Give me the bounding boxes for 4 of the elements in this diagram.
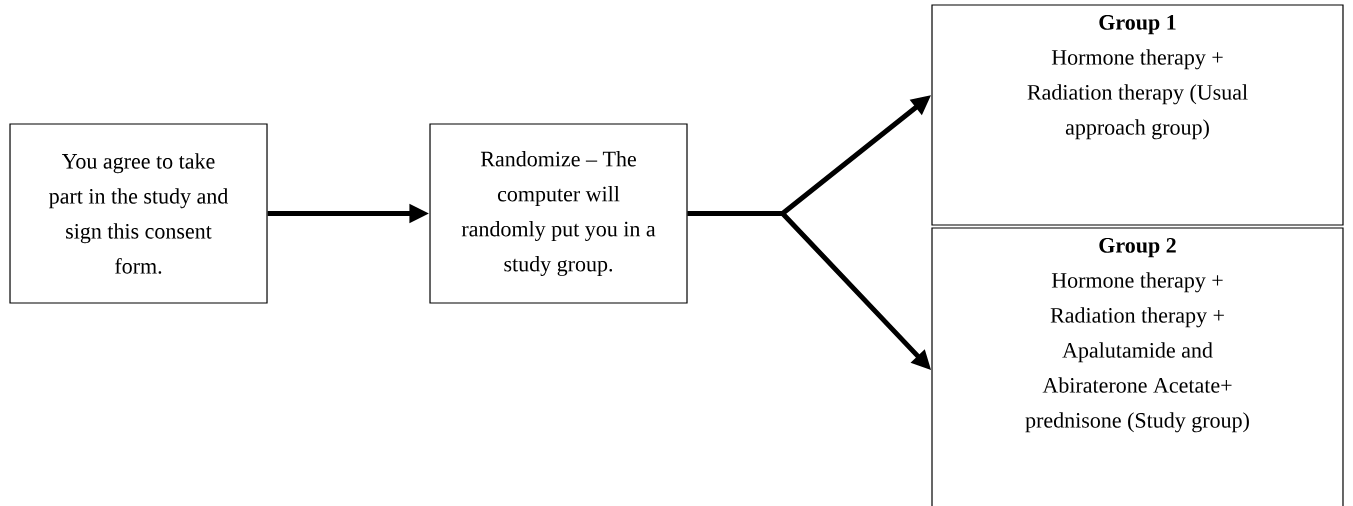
group-box: Group 1 Hormone therapy + Radiation therapy (Usual approach group): [931, 4, 1344, 226]
group-box: Group 2 Hormone therapy + Radiation therapy + Apalutamide and Abiraterone Acetate+ prednisone (Study group): [931, 227, 1344, 506]
process-box: You agree to take part in the study and sign this consent form.: [9, 123, 268, 304]
process-box: Randomize – The computer will randomly put you in a study group.: [429, 123, 688, 304]
